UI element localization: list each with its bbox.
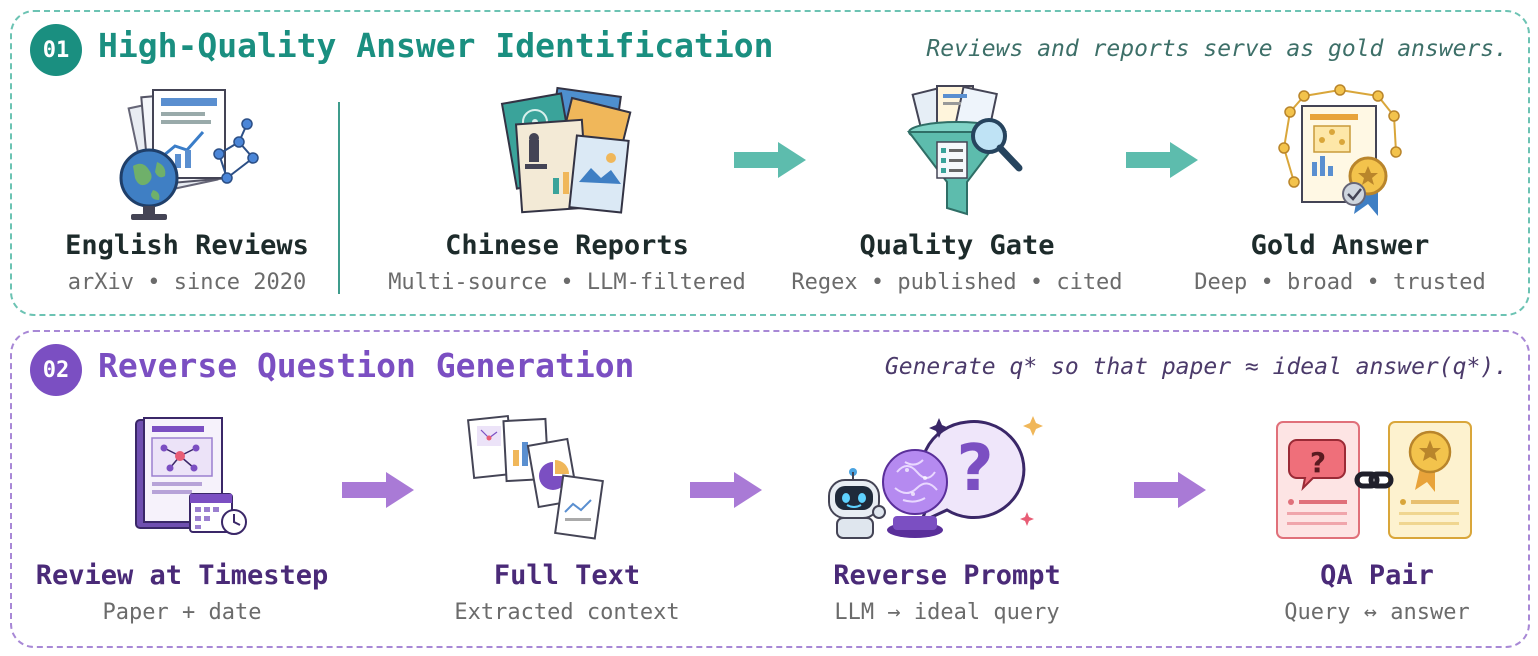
step-title: Full Text (493, 560, 641, 591)
step-title: Quality Gate (859, 230, 1055, 261)
step-review-at-timestep: Review at Timestep Paper + date (32, 412, 332, 625)
filter-funnel-icon (897, 82, 1027, 222)
svg-text:?: ? (956, 432, 993, 506)
robot-brain-question-icon: ? (817, 412, 1047, 542)
step-title: Chinese Reports (445, 230, 689, 261)
answer-identification-panel: 01 High-Quality Answer Identification Re… (10, 10, 1530, 316)
flow-arrow (734, 142, 806, 178)
step-qa-pair: ? QA Pair Query ↔ answer (1237, 412, 1517, 625)
step-title: English Reviews (65, 230, 309, 261)
stacked-reports-icon (495, 82, 645, 222)
document-pages-icon (467, 412, 607, 542)
step-subtitle: Deep • broad • trusted (1194, 270, 1486, 295)
step-title: Reverse Prompt (833, 560, 1061, 591)
step-title: Gold Answer (1250, 230, 1430, 261)
step-chinese-reports: Chinese Reports Multi-source • LLM-filte… (367, 82, 767, 295)
section-badge: 01 (30, 24, 82, 76)
step-full-text: Full Text Extracted context (407, 412, 727, 625)
flow-arrow (690, 472, 762, 508)
step-subtitle: Query ↔ answer (1284, 600, 1470, 625)
step-gold-answer: Gold Answer Deep • broad • trusted (1170, 82, 1510, 295)
flow-arrow (1126, 142, 1198, 178)
globe-papers-network-icon (107, 82, 267, 222)
book-calendar-clock-icon (130, 412, 260, 542)
question-answer-cards-link-icon: ? (1275, 420, 1475, 542)
reverse-question-panel: 02 Reverse Question Generation Generate … (10, 330, 1530, 648)
section-badge: 02 (30, 344, 82, 396)
step-title: QA Pair (1320, 560, 1434, 591)
gold-document-medal-icon (1270, 82, 1410, 222)
step-quality-gate: Quality Gate Regex • published • cited (777, 82, 1137, 295)
step-reverse-prompt: ? (787, 412, 1107, 625)
svg-text:?: ? (1310, 446, 1326, 479)
step-title: Review at Timestep (35, 560, 329, 591)
step-subtitle: Paper + date (102, 600, 262, 625)
step-subtitle: arXiv • since 2020 (67, 270, 307, 295)
step-subtitle: Multi-source • LLM-filtered (388, 270, 746, 295)
step-subtitle: Extracted context (454, 600, 680, 625)
step-english-reviews: English Reviews arXiv • since 2020 (37, 82, 337, 295)
flow-arrow (342, 472, 414, 508)
step-subtitle: LLM → ideal query (834, 600, 1060, 625)
flow-arrow (1134, 472, 1206, 508)
section-title: High-Quality Answer Identification (98, 26, 774, 65)
section-title: Reverse Question Generation (98, 346, 635, 385)
step-subtitle: Regex • published • cited (791, 270, 1123, 295)
section-subtitle: Reviews and reports serve as gold answer… (926, 36, 1508, 62)
section-subtitle: Generate q* so that paper ≈ ideal answer… (884, 354, 1508, 380)
vertical-divider (338, 102, 340, 294)
